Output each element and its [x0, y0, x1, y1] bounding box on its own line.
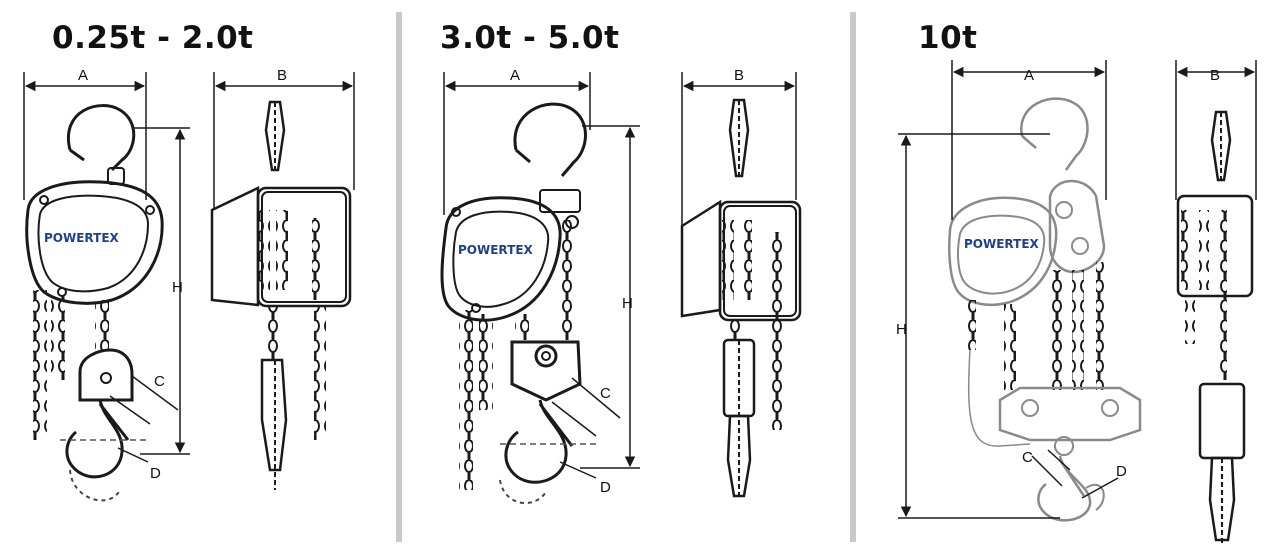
hoist-side-view-medium	[680, 98, 802, 500]
dim-label-h: H	[896, 321, 907, 338]
dim-label-a: A	[1024, 67, 1034, 84]
brand-logo-text: POWERTEX	[44, 231, 120, 245]
section-title-small: 0.25t - 2.0t	[52, 20, 254, 56]
brand-logo-text: POWERTEX	[964, 237, 1040, 251]
hoist-side-view-small	[210, 100, 352, 490]
dim-label-c: C	[600, 385, 611, 402]
dim-label-h: H	[172, 279, 183, 296]
dimension-lines-medium	[443, 72, 797, 479]
dim-label-a: A	[78, 67, 88, 84]
dim-label-c: C	[154, 373, 165, 390]
section-separator	[850, 12, 856, 542]
dim-label-b: B	[734, 67, 744, 84]
hoist-front-view-small: POWERTEX	[25, 104, 164, 502]
dim-label-b: B	[277, 67, 287, 84]
section-title-large: 10t	[918, 20, 978, 56]
dim-label-d: D	[150, 465, 161, 482]
dimension-lines-large	[898, 60, 1257, 519]
dim-label-h: H	[622, 295, 633, 312]
hoist-front-view-large: POWERTEX	[948, 97, 1142, 522]
dim-label-d: D	[1116, 463, 1127, 480]
hoist-side-view-large	[1176, 110, 1254, 544]
section-title-medium: 3.0t - 5.0t	[440, 20, 620, 56]
dim-label-c: C	[1022, 449, 1033, 466]
brand-logo-text: POWERTEX	[458, 243, 534, 257]
section-separator	[396, 12, 402, 542]
dim-label-b: B	[1210, 67, 1220, 84]
dimension-lines-small	[23, 72, 355, 463]
hoist-front-view-medium: POWERTEX	[440, 102, 600, 504]
dim-label-d: D	[600, 479, 611, 496]
dim-label-a: A	[510, 67, 520, 84]
